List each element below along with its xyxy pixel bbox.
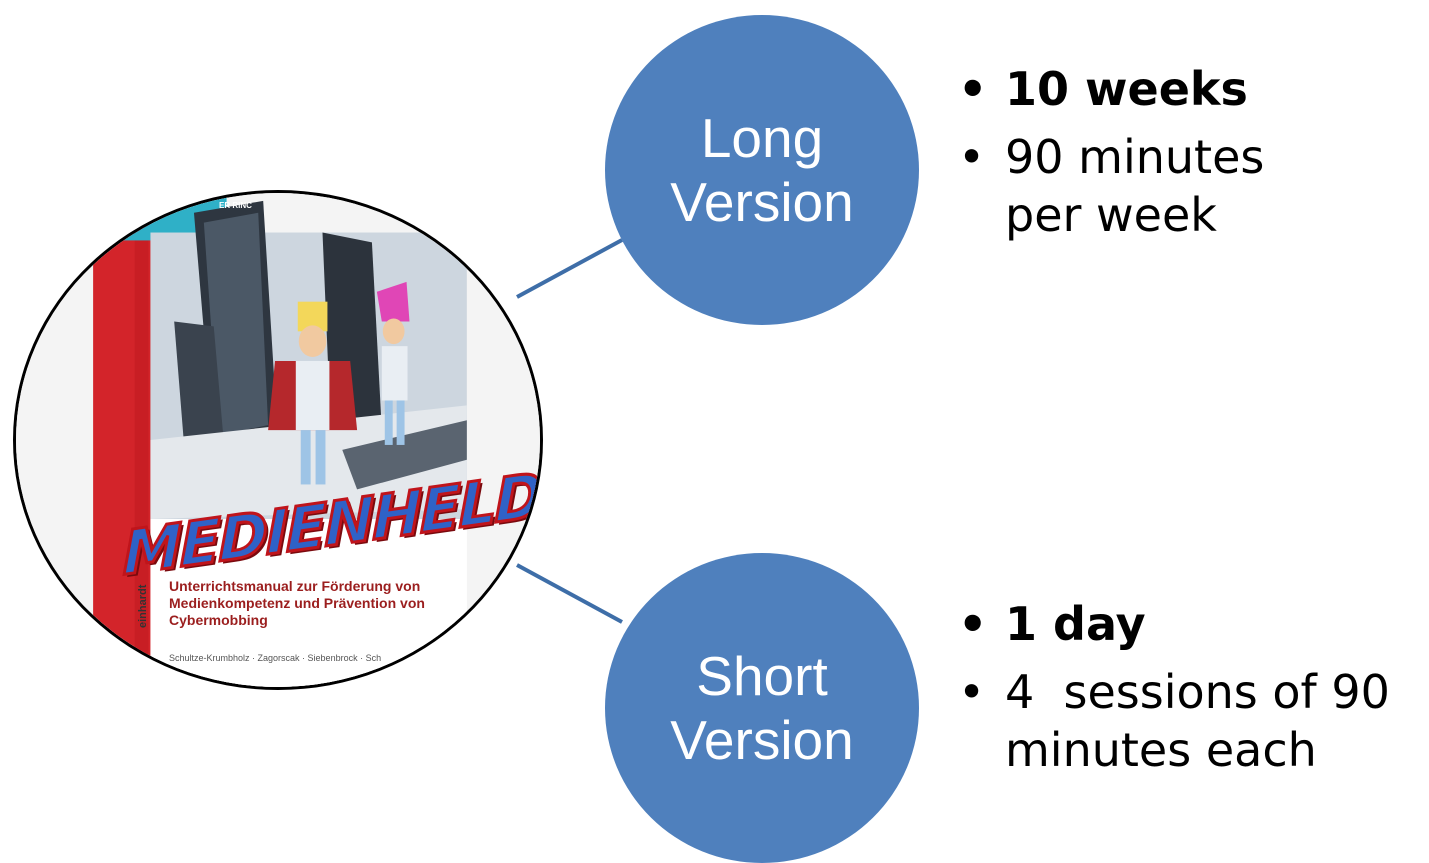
bullet-text: 1 day xyxy=(1005,597,1146,651)
bullet-text: minutes each xyxy=(1005,723,1317,777)
short-version-circle: Short Version xyxy=(605,553,919,863)
long-version-circle: Long Version xyxy=(605,15,919,325)
bullet-item: 10 weeks xyxy=(958,60,1418,118)
bullet-item: 4 sessions of 90 minutes each xyxy=(958,663,1428,779)
cover-illustration xyxy=(16,193,540,687)
long-version-label-line2: Version xyxy=(670,171,854,233)
cover-authors: Schultze-Krumbholz · Zagorscak · Siebenb… xyxy=(169,653,382,663)
bullet-text: 90 minutes xyxy=(1005,130,1265,184)
book-cover-image: ER RINC MEDIENHELDEN Unterrichtsmanual z… xyxy=(13,190,543,690)
short-version-label-line1: Short xyxy=(696,645,828,707)
cover-subtitle: Unterrichtsmanual zur Förderung von Medi… xyxy=(169,578,425,628)
short-version-bullets: 1 day 4 sessions of 90 minutes each xyxy=(958,595,1428,789)
bullet-text: 4 sessions of 90 xyxy=(1005,665,1390,719)
cover-spine-publisher: einhardt xyxy=(137,584,149,628)
long-version-bullets: 10 weeks 90 minutes per week xyxy=(958,60,1418,254)
bullet-item: 90 minutes per week xyxy=(958,128,1418,244)
bullet-text: per week xyxy=(1005,188,1217,242)
long-version-label-line1: Long xyxy=(700,107,824,169)
bullet-text: 10 weeks xyxy=(1005,62,1248,116)
short-version-label-line2: Version xyxy=(670,709,854,771)
cover-top-banner: ER RINC xyxy=(219,201,252,210)
bullet-item: 1 day xyxy=(958,595,1428,653)
